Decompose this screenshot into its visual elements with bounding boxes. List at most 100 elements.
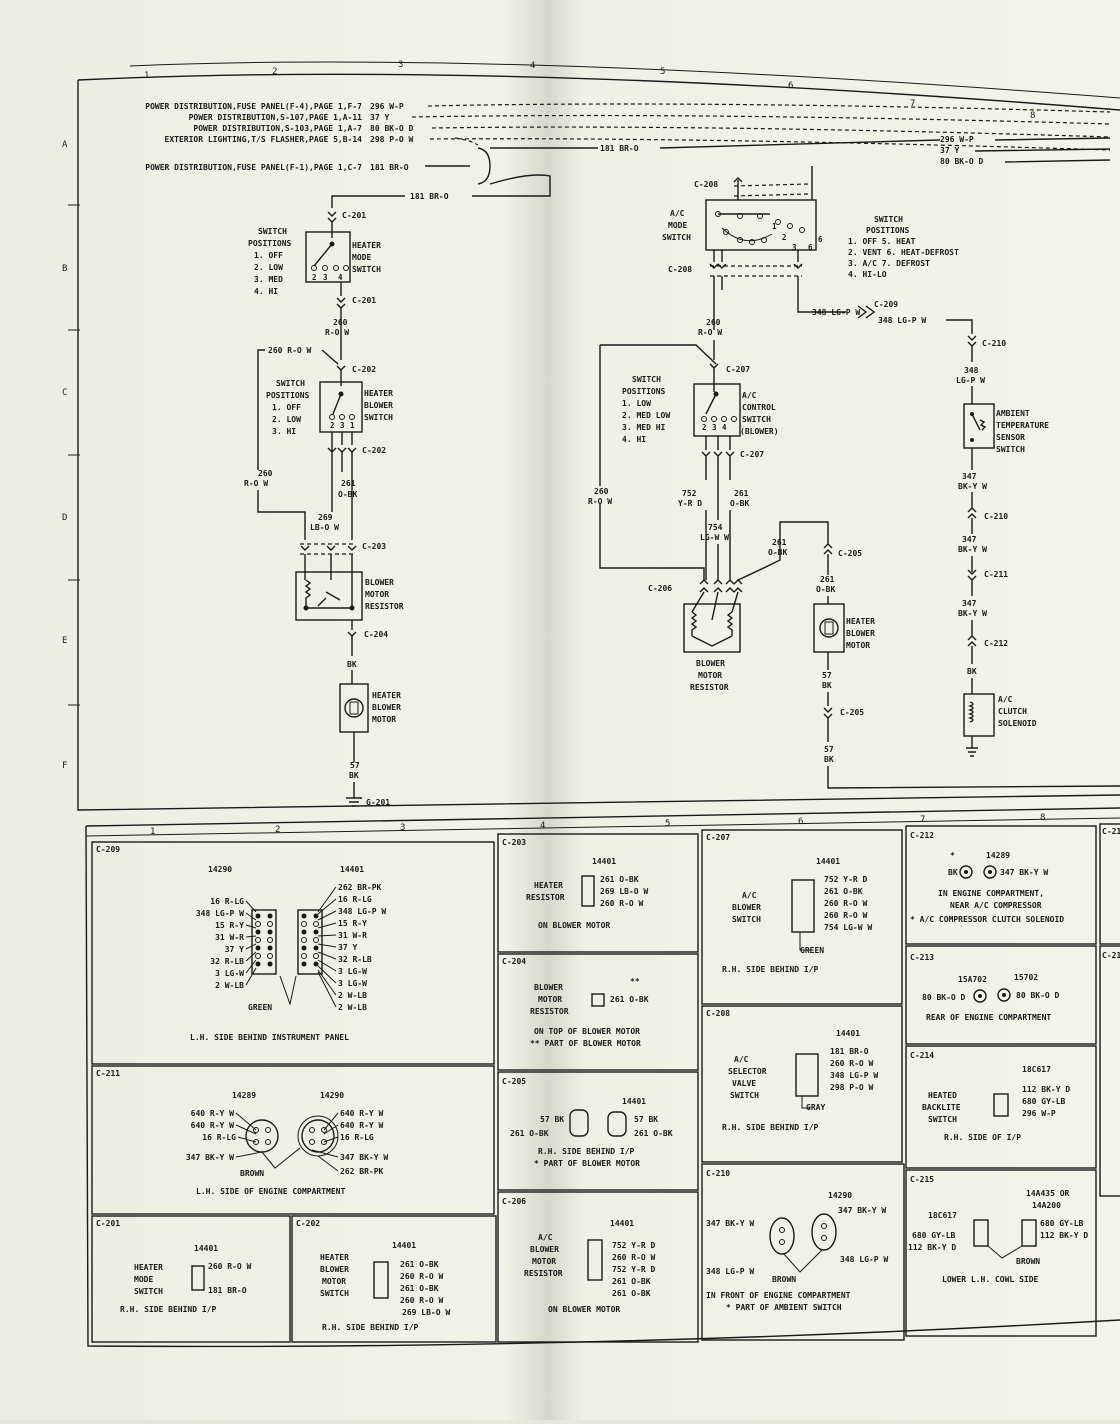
part-number: 14401	[592, 857, 616, 866]
panel-name: SWITCH	[134, 1287, 163, 1296]
connector-label: C-205	[840, 708, 864, 717]
connector-cavity	[267, 937, 273, 943]
connector-cavity	[313, 913, 319, 919]
connector-label: C-210	[982, 339, 1006, 348]
connector-cavity	[301, 929, 307, 935]
component-label: MOTOR	[698, 671, 722, 680]
part-number: 14401	[622, 1097, 646, 1106]
svg-text:2: 2	[702, 423, 707, 432]
pin-wire: 260 R-O W	[400, 1272, 444, 1281]
panels-border-top	[85, 807, 1120, 827]
panel-title: C-201	[96, 1219, 120, 1228]
connector-cavity	[267, 961, 273, 967]
feed-label: POWER DISTRIBUTION,S-103,PAGE 1,A-7	[193, 124, 362, 133]
panel-location: ON BLOWER MOTOR	[548, 1305, 620, 1314]
positions-text: 2. LOW	[254, 263, 283, 272]
positions-text: 1. OFF	[272, 403, 301, 412]
component-label: (BLOWER)	[740, 427, 779, 436]
connector-label: C-207	[726, 365, 750, 374]
svg-text:1: 1	[772, 222, 777, 231]
pin-wire: 261 O-BK	[400, 1260, 439, 1269]
power-feeds: POWER DISTRIBUTION,FUSE PANEL(F-4),PAGE …	[145, 102, 1111, 208]
zone-number: 5	[665, 819, 670, 829]
zone-number: 5	[660, 67, 665, 77]
wire-label: BK	[349, 771, 359, 780]
zone-letter: B	[62, 264, 67, 274]
pin-wire: 347 BK-Y W	[706, 1219, 754, 1228]
part-number: 14289	[232, 1091, 256, 1100]
positions-text: POSITIONS	[266, 391, 310, 400]
feed-label: EXTERIOR LIGHTING,T/S FLASHER,PAGE 5,B-1…	[165, 135, 363, 144]
connector-label: C-201	[352, 296, 376, 305]
panel-location: R.H. SIDE BEHIND I/P	[120, 1305, 217, 1314]
pin-wire: 3 LG-W	[215, 969, 244, 978]
pin-wire: 640 R-Y W	[340, 1121, 384, 1130]
connector-label: C-208	[668, 265, 692, 274]
wire-label: 57	[824, 745, 834, 754]
panel-c211: C-211 14289 14290 640 R-Y W 640 R-Y W 16…	[96, 1069, 388, 1196]
positions-text: 1. OFF	[254, 251, 283, 260]
panel-name: HEATER	[320, 1253, 349, 1262]
component-label: SENSOR	[996, 433, 1025, 442]
feed-wire: 181 BR-O	[370, 163, 409, 172]
pin-wire: 640 R-Y W	[340, 1109, 384, 1118]
svg-text:3: 3	[792, 243, 797, 252]
positions-text: 4. HI-LO	[848, 270, 887, 279]
connector-label: C-201	[342, 211, 366, 220]
connector-cavity	[301, 961, 307, 967]
blower-resistor-left: C-203 BLOWER MOTOR RESISTOR C-204 BK HEA…	[295, 542, 404, 807]
wire-label: 181 BR-O	[600, 144, 639, 153]
panel-mark: *	[950, 851, 955, 860]
pin-wire: 348 LG-P W	[830, 1071, 878, 1080]
pin-wire: 262 BR-PK	[340, 1167, 384, 1176]
component-label: HEATER	[372, 691, 401, 700]
panel-location: L.H. SIDE BEHIND INSTRUMENT PANEL	[190, 1033, 349, 1042]
wire-label: 348	[964, 366, 979, 375]
connector-cavity	[255, 953, 261, 959]
component-label: HEATER	[352, 241, 381, 250]
connector-label: C-203	[362, 542, 386, 551]
component-label: SWITCH	[662, 233, 691, 242]
pin-wire: 261 O-BK	[612, 1277, 651, 1286]
wire-label: LB-O W	[310, 523, 339, 532]
wire-label: 260 R-O W	[268, 346, 312, 355]
panel-title: C-211	[96, 1069, 120, 1078]
panel-location: IN ENGINE COMPARTMENT,	[938, 889, 1044, 898]
panel-name: SWITCH	[320, 1289, 349, 1298]
pin-wire: 269 LB-O W	[600, 887, 648, 896]
connector-cavity	[255, 961, 261, 967]
zone-number: 7	[910, 99, 915, 109]
wire-label: BK	[347, 660, 357, 669]
pin-wire: 32 R-LB	[338, 955, 372, 964]
component-label: MOTOR	[372, 715, 396, 724]
connector-cavity	[255, 921, 261, 927]
feed-wire: 298 P-O W	[370, 135, 414, 144]
component-label: BLOWER	[365, 578, 394, 587]
ambient-clutch-circuit: C-210 348 LG-P W AMBIENT TEMPERATURE SEN…	[956, 335, 1049, 757]
zone-number: 4	[540, 821, 545, 831]
pin-wire: 16 R-LG	[340, 1133, 374, 1142]
component-label: HEATER	[846, 617, 875, 626]
zone-letter: F	[62, 761, 67, 771]
pin-wire: 262 BR-PK	[338, 883, 382, 892]
wire-label: R-O W	[698, 328, 722, 337]
component-label: RESISTOR	[690, 683, 729, 692]
part-number: 14290	[208, 865, 232, 874]
pin-wire: 260 R-O W	[824, 911, 868, 920]
wire-label: 347	[962, 535, 977, 544]
panel-title: C-203	[502, 838, 526, 847]
connector-cavity	[301, 937, 307, 943]
panel-title: C-214	[910, 1051, 934, 1060]
pin-wire: 269 LB-O W	[402, 1308, 450, 1317]
zone-number: 1	[150, 827, 155, 837]
zone-letter: E	[62, 636, 67, 646]
pin-wire: 347 BK-Y W	[838, 1206, 886, 1215]
component-label: BLOWER	[696, 659, 725, 668]
panel-location: R.H. SIDE OF I/P	[944, 1133, 1021, 1142]
pin-wire: 640 R-Y W	[191, 1121, 235, 1130]
pin-wire: 57 BK	[540, 1115, 564, 1124]
part-number: 18C617	[1022, 1065, 1051, 1074]
wire-label: R-O W	[244, 479, 268, 488]
svg-text:2: 2	[782, 233, 787, 242]
